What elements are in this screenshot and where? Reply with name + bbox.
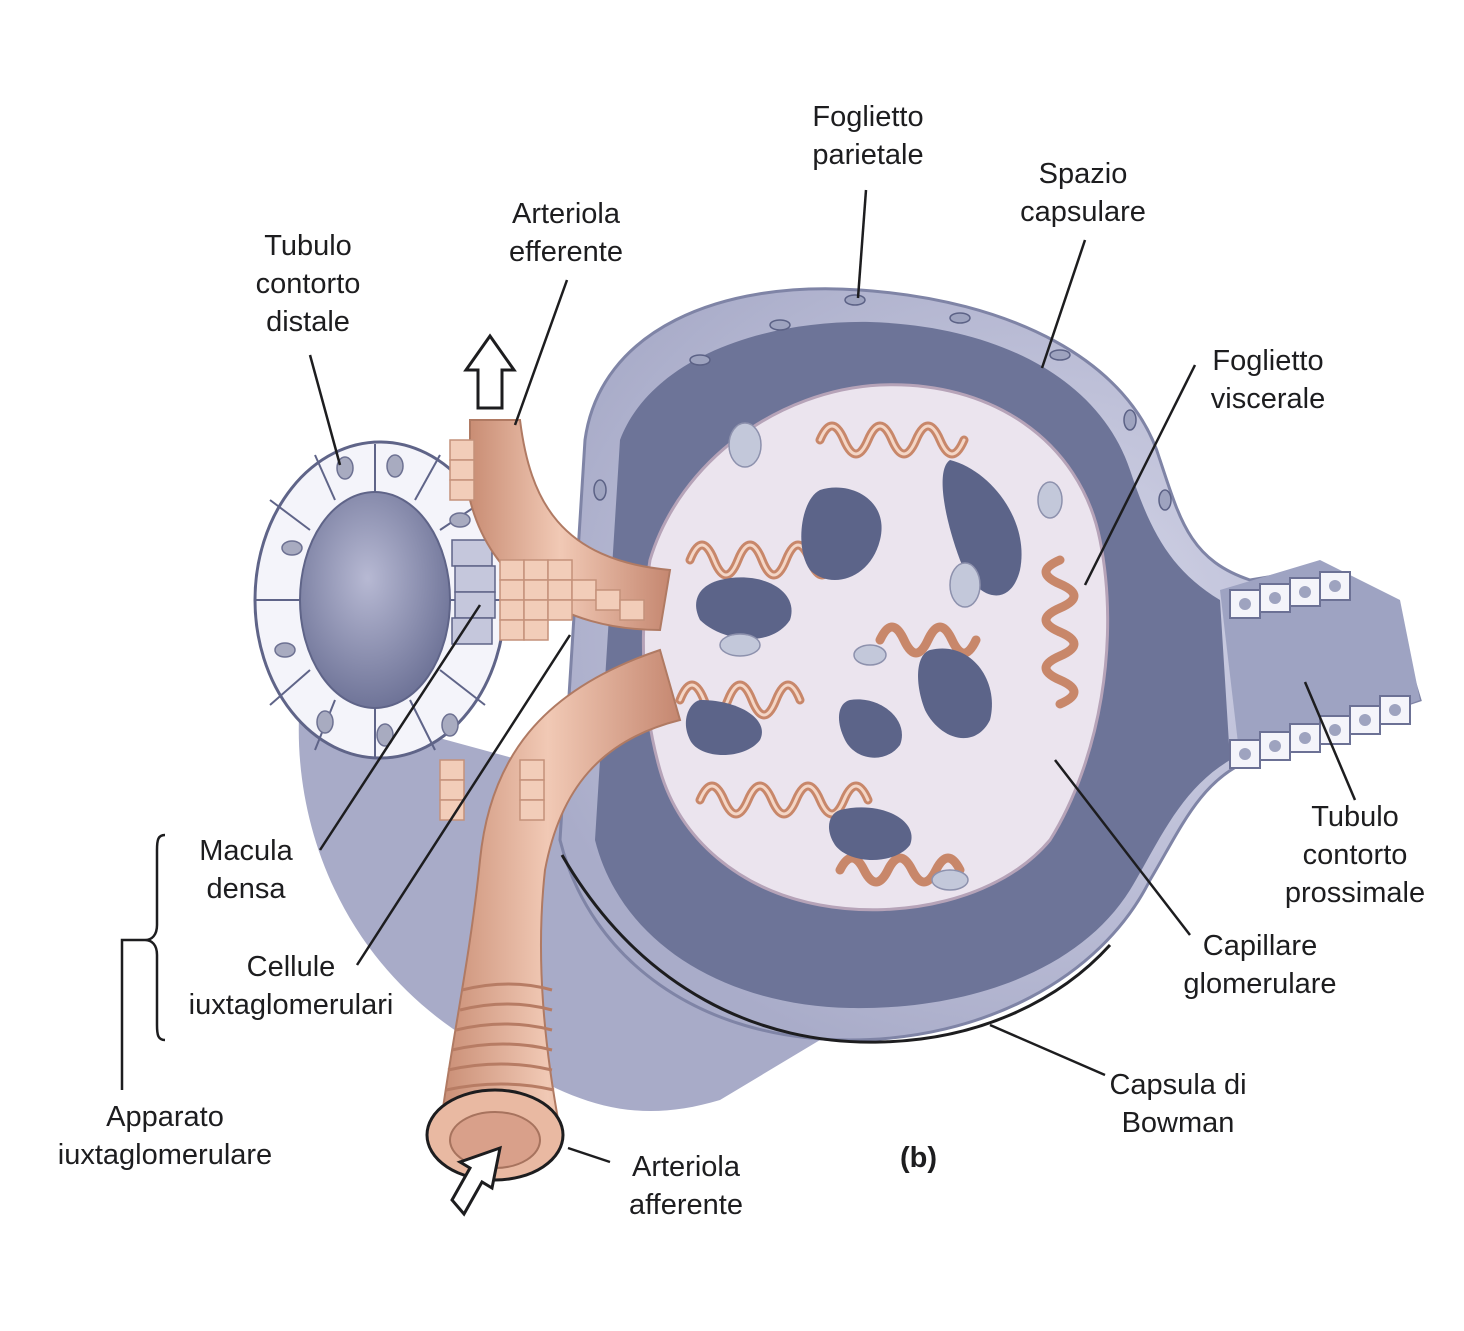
label-spazio-capsulare: Spazio capsulare [1020,158,1146,228]
leader-lines [308,189,1357,1164]
afferent-arteriole [425,648,682,1182]
label-cellule-iuxtaglomerulari: Cellule iuxtaglomerulari [188,951,394,1021]
label-arteriola-afferente: Arteriola afferente [629,1151,743,1221]
label-apparato-iuxtaglomerulare: Apparato iuxtaglomerulare [57,1101,273,1171]
label-macula-densa: Macula densa [199,835,293,905]
label-tubulo-contorto-prossimale: Tubulo contorto prossimale [1284,801,1426,909]
bowman-capsule-arc [560,854,1112,1044]
juxtaglomerular-cells [439,439,645,821]
label-tubulo-contorto-distale: Tubulo contorto distale [255,230,361,338]
efferent-flow-arrow [463,333,517,410]
label-capillare-glomerulare: Capillare glomerulare [1183,930,1337,1000]
proximal-tubule [1220,560,1420,769]
panel-label: (b) [900,1142,938,1174]
tubule-body [298,700,820,1112]
juxtaglomerular-bracket [120,833,166,1090]
afferent-flow-arrow [450,1145,502,1217]
parietal-nuclei [593,294,1172,511]
label-foglietto-parietale: Foglietto parietale [812,101,924,171]
label-arteriola-efferente: Arteriola efferente [509,198,623,268]
label-capsula-di-bowman: Capsula di Bowman [1109,1069,1247,1139]
glomerulus [641,383,1110,912]
label-foglietto-viscerale: Foglietto viscerale [1210,345,1326,415]
distal-tubule [253,440,507,760]
